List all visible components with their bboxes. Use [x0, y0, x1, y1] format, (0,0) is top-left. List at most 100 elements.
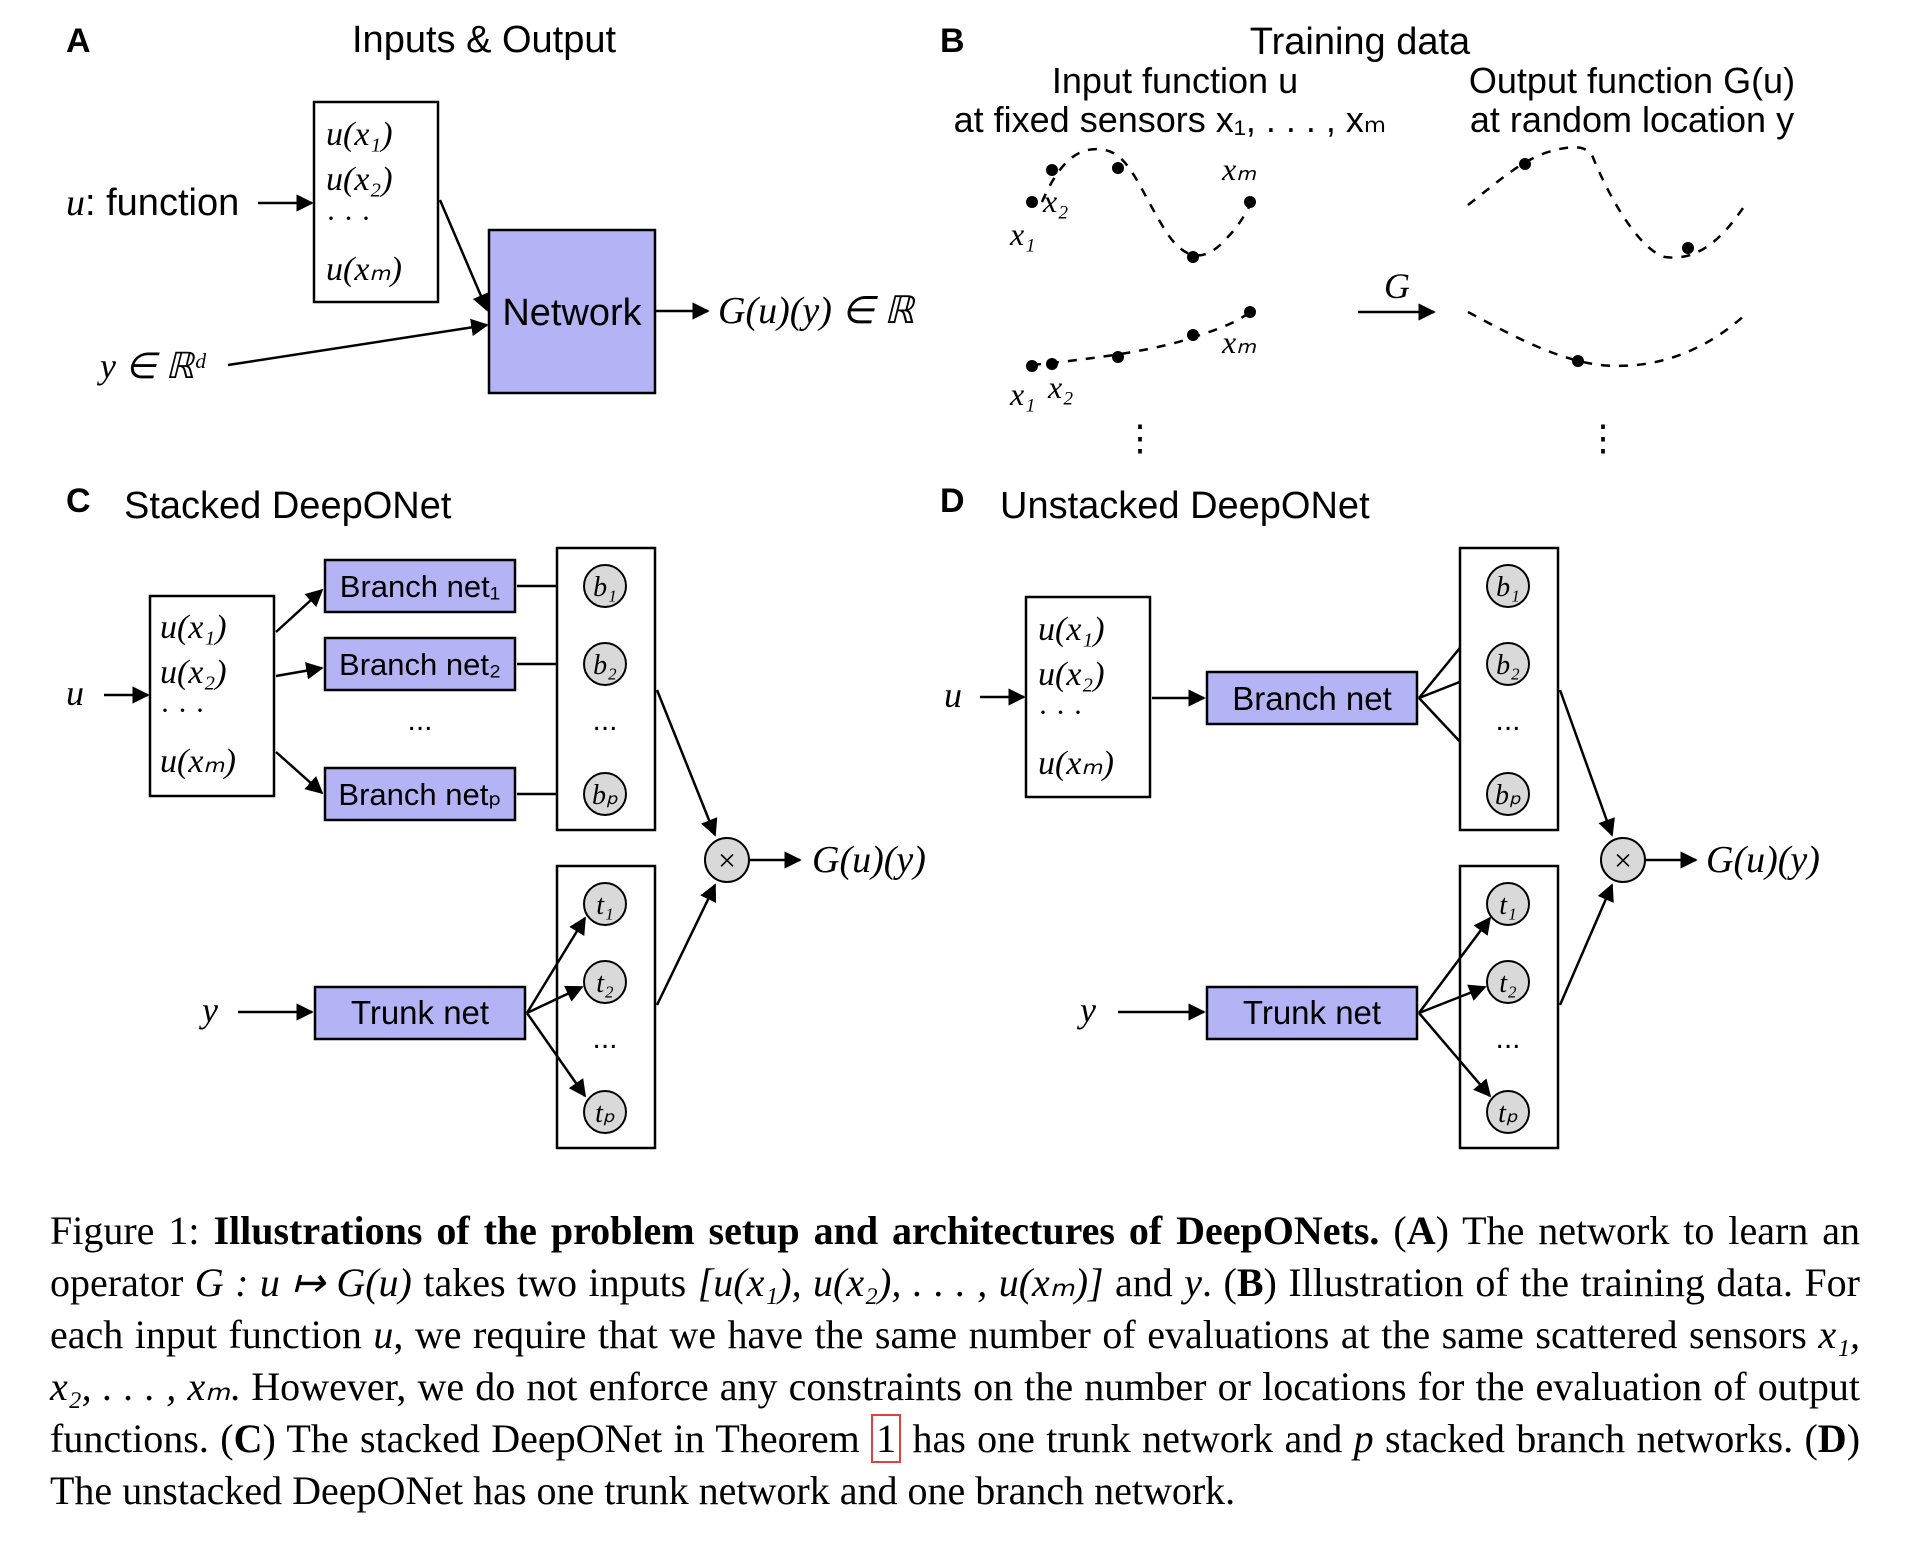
t-node — [1486, 882, 1530, 926]
output-label: G(u)(y) — [812, 839, 926, 881]
u-var: u — [373, 1312, 394, 1357]
u-input-label: u — [944, 675, 962, 715]
sensor-to-branch-arrow — [275, 751, 324, 795]
trunk-net-box — [313, 985, 527, 1041]
caption-title: Illustrations of the problem setup and a… — [213, 1208, 1380, 1253]
y-input-label: y — [199, 990, 218, 1030]
output-heading-line1: Output function G(u) — [1469, 60, 1795, 101]
trunk-to-node-arrow — [525, 916, 587, 1014]
product-node — [1600, 837, 1646, 883]
part-c-label: C — [233, 1416, 263, 1461]
b-node-label: b₁ — [593, 572, 617, 603]
product-symbol: × — [1614, 842, 1632, 878]
y-input-label: y ∈ ℝᵈ — [97, 346, 207, 386]
b-node — [1486, 642, 1530, 686]
figure-label: Figure 1: — [50, 1208, 200, 1253]
sensor-to-network-arrow — [438, 199, 489, 312]
input-vdots: ⋮ — [1122, 418, 1158, 458]
branch-net-label: Branch net₁ — [340, 569, 500, 604]
t-node — [583, 960, 627, 1004]
sensor-point — [1026, 196, 1038, 208]
sensor-value: u(xₘ) — [160, 743, 236, 780]
part-a-text: The network to learn an operator — [50, 1208, 1860, 1305]
input-function-curve-1 — [1040, 147, 1257, 257]
output-vdots: ⋮ — [1585, 418, 1621, 458]
sensor-point — [1244, 306, 1256, 318]
b-node — [1486, 564, 1530, 608]
operator-expr: G : u ↦ G(u) — [194, 1260, 412, 1305]
part-b-text: . However, we do not enforce any constra… — [50, 1364, 1861, 1461]
output-heading-line2: at random location y — [1470, 99, 1794, 140]
xm-label: xₘ — [1221, 151, 1256, 187]
trunk-net-box — [1205, 985, 1419, 1041]
sensor-value: u(x₁) — [326, 116, 393, 153]
t-node — [1486, 960, 1530, 1004]
part-b-text: , we require that we have the same numbe… — [393, 1312, 1807, 1357]
x1-label: x₁ — [1009, 216, 1035, 252]
panel-b: B Training data Input function u at fixe… — [940, 21, 1795, 458]
panel-d-title: Unstacked DeepONet — [1000, 485, 1370, 527]
sensor-value: u(x₁) — [1038, 611, 1105, 648]
trunk-to-node-arrow — [525, 1012, 587, 1098]
eval-point — [1682, 242, 1694, 254]
inputs-expr: [u(x₁), u(x₂), . . . , u(xₘ)] — [697, 1260, 1104, 1305]
sensor-value: u(x₂) — [160, 654, 227, 691]
part-c-text: has one trunk network and — [912, 1416, 1343, 1461]
branch-ellipsis: ... — [407, 704, 432, 737]
part-d-text: The unstacked DeepONet has one trunk net… — [50, 1468, 1236, 1513]
u-input-label: u — [66, 673, 84, 713]
x2-label: x₂ — [1042, 183, 1068, 219]
branch-net-label: Branch netₚ — [338, 777, 501, 812]
trunk-to-node-arrow — [1418, 984, 1487, 1015]
part-a-text: takes two inputs — [423, 1260, 687, 1305]
branch-to-product-arrow — [1558, 689, 1615, 837]
panel-a-title: Inputs & Output — [352, 19, 616, 61]
part-c-text: stacked branch networks. — [1384, 1416, 1794, 1461]
trunk-net-label: Trunk net — [351, 994, 489, 1031]
sensor-point — [1244, 196, 1256, 208]
node-ellipsis: ... — [592, 1022, 617, 1055]
sensor-point — [1026, 360, 1038, 372]
eval-point — [1519, 158, 1531, 170]
t-node — [1486, 1090, 1530, 1134]
sensor-value: u(xₘ) — [1038, 745, 1114, 782]
panel-b-letter: B — [940, 22, 965, 60]
branch-net-box — [323, 636, 517, 692]
part-b-label: B — [1236, 1260, 1264, 1305]
t-node-label: tₚ — [1498, 1098, 1518, 1129]
product-symbol: × — [718, 842, 736, 878]
t-node-label: tₚ — [595, 1098, 615, 1129]
node-ellipsis: ... — [592, 704, 617, 737]
panel-c-letter: C — [66, 482, 91, 520]
input-function-curve-2 — [1031, 311, 1251, 367]
branch-net-box — [323, 766, 517, 822]
branch-net-box — [323, 558, 517, 614]
output-function-curve-2 — [1467, 310, 1746, 368]
theorem-ref-link[interactable]: 1 — [871, 1414, 902, 1463]
panel-b-title: Training data — [1250, 21, 1471, 63]
figure-caption: Figure 1: Illustrations of the problem s… — [50, 1208, 1861, 1513]
y-arrow — [227, 318, 489, 367]
branch-net-label: Branch net₂ — [339, 647, 501, 682]
trunk-to-product-arrow — [655, 883, 717, 1006]
sensor-value: · · · — [160, 694, 205, 727]
network-output-label: G(u)(y) ∈ ℝ — [718, 290, 916, 332]
panel-c-title: Stacked DeepONet — [124, 485, 452, 527]
t-node-label: t₂ — [1499, 968, 1517, 999]
part-a-label: A — [1406, 1208, 1436, 1253]
sensor-point — [1112, 351, 1124, 363]
x1-label: x₁ — [1009, 376, 1035, 412]
u-function-label: u: function — [66, 182, 239, 224]
panel-d: D Unstacked DeepONet u u(x₁) u(x₂) · · ·… — [940, 482, 1820, 1150]
part-b-text: Illustration of the training data. For e… — [50, 1260, 1860, 1357]
part-a-text: and — [1115, 1260, 1173, 1305]
panel-a: A Inputs & Output u: function u(x₁) u(x₂… — [66, 19, 916, 395]
b-node — [583, 772, 627, 816]
sensor-value: u(x₂) — [326, 161, 393, 198]
product-node — [704, 837, 750, 883]
output-function-curve-1 — [1467, 146, 1747, 259]
b-node-label: bₚ — [592, 780, 618, 811]
trunk-to-product-arrow — [1558, 883, 1614, 1006]
sensor-point — [1046, 164, 1058, 176]
operator-g-label: G — [1384, 266, 1410, 306]
